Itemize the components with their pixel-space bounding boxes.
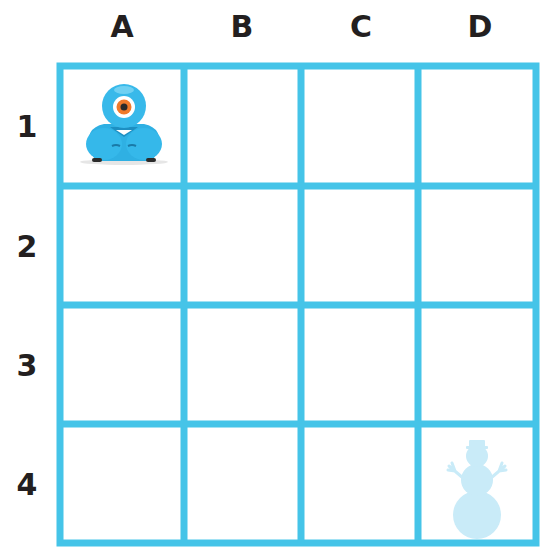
row-label: 4 [17,470,38,500]
column-label: B [231,12,254,42]
row-label: 1 [17,112,38,142]
grid-lines [60,66,536,543]
column-label: A [110,12,133,42]
row-label: 3 [17,351,38,381]
column-label: C [350,12,372,42]
robot-illustration [80,84,168,165]
snowman-illustration [448,440,506,539]
row-label: 2 [17,232,38,262]
column-label: D [468,12,493,42]
